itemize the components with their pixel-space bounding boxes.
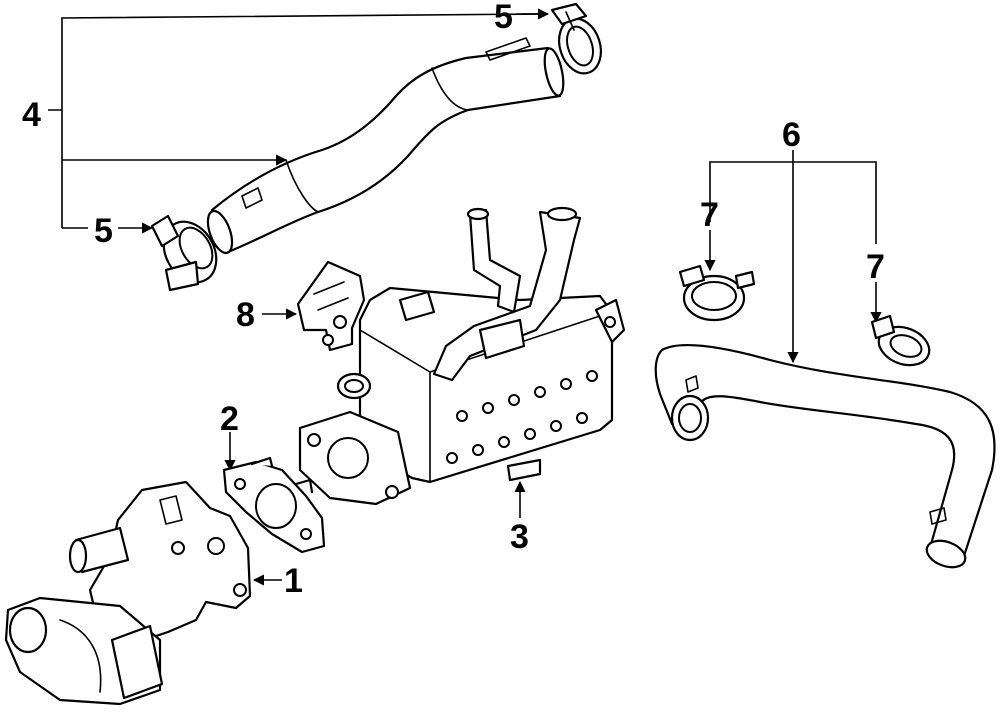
cooler-fin-holes: [446, 370, 598, 464]
coolant-hose: [654, 343, 996, 569]
callout-3: 3: [510, 518, 529, 556]
callout-1: 1: [284, 562, 303, 600]
callout-5-left: 5: [94, 212, 113, 250]
hose-clamp-7-left: [678, 264, 756, 322]
hose-clamp-7-right: [870, 314, 931, 367]
egr-pipe: [206, 37, 565, 255]
callout-8: 8: [236, 296, 255, 334]
callout-2: 2: [220, 400, 239, 438]
callout-labels: 1 2 3 4 5 5 6 7 7 8: [22, 0, 885, 600]
callout-7-left: 7: [700, 196, 719, 234]
leader-4-bracket: [48, 13, 541, 228]
gasket: [222, 456, 326, 554]
callout-7-right: 7: [866, 248, 885, 286]
callout-6: 6: [782, 116, 801, 154]
mounting-bracket: [296, 260, 366, 352]
callout-4: 4: [22, 96, 41, 134]
egr-valve: [4, 480, 252, 706]
egr-cooler: [298, 206, 626, 506]
callout-5-top: 5: [494, 0, 513, 36]
hose-clamp-left: [150, 214, 218, 292]
leader-lines: [48, 8, 882, 586]
hose-clamp-top: [550, 2, 602, 75]
